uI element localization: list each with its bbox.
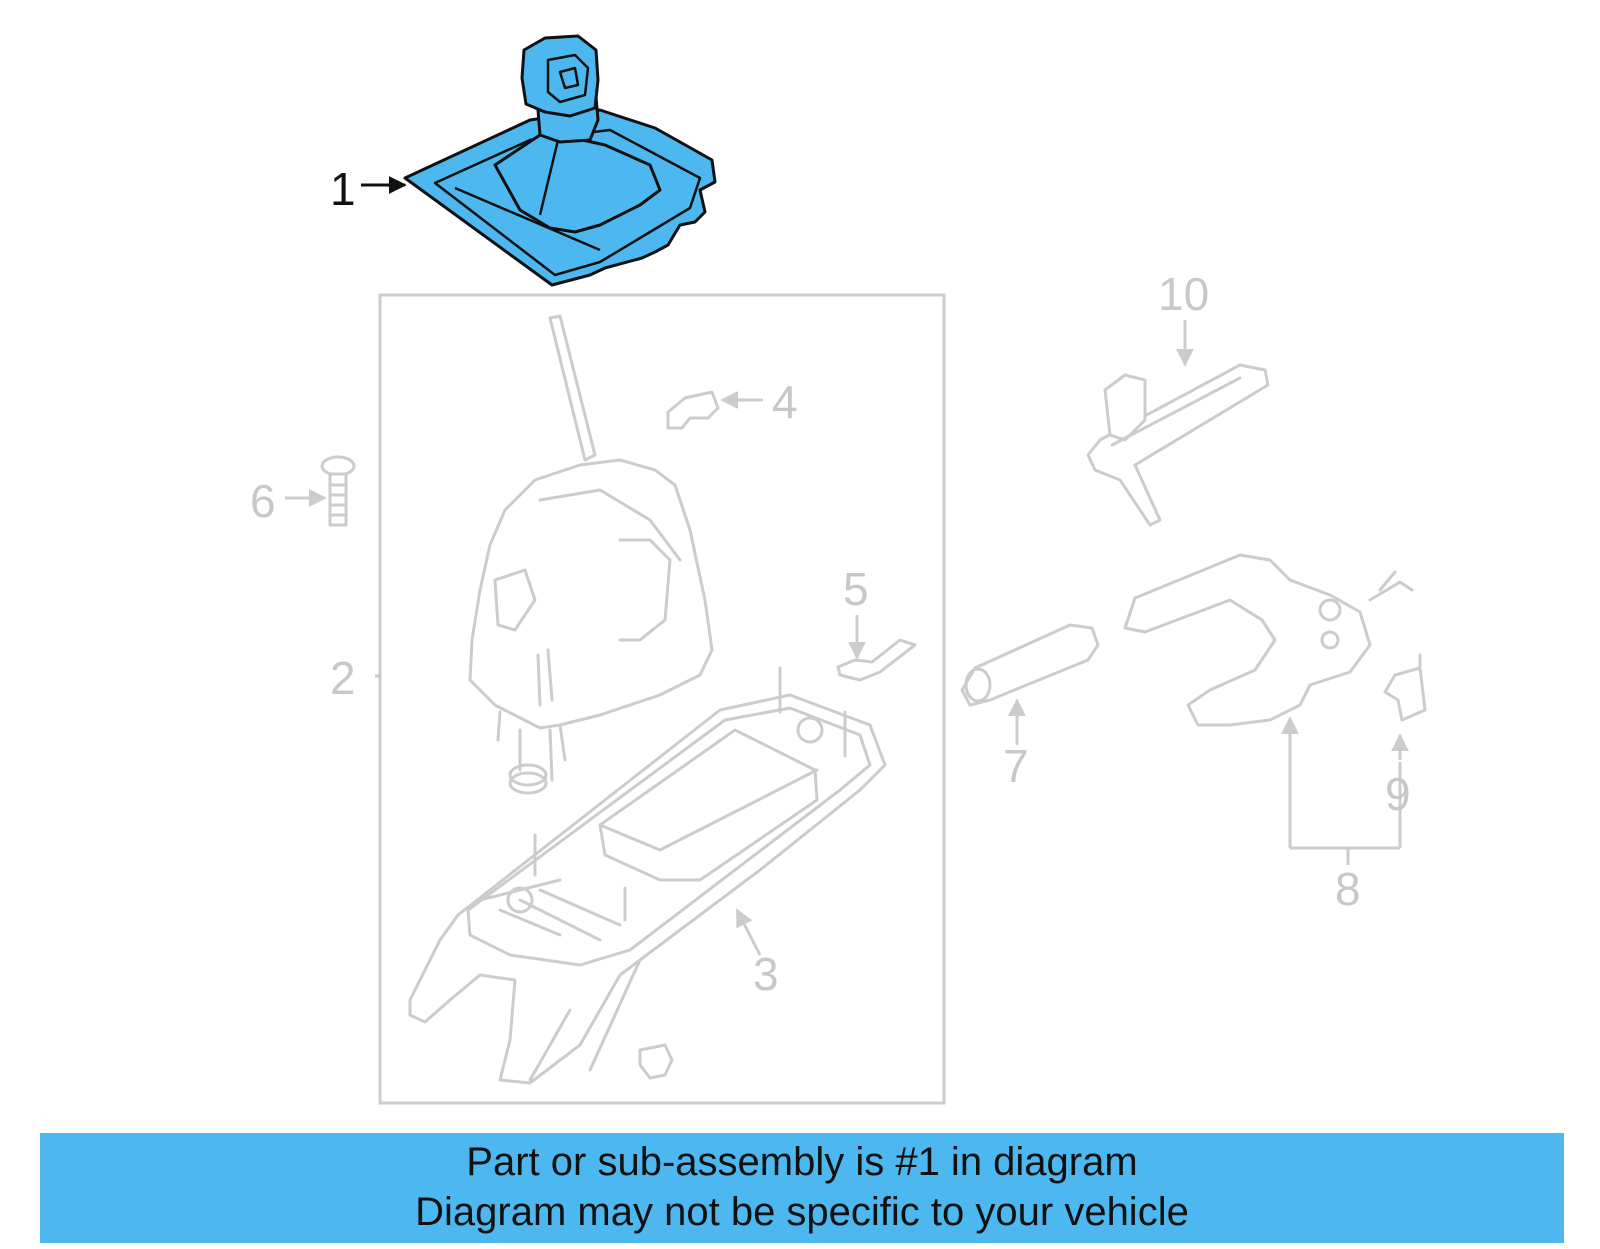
bracket-part-5 <box>836 638 917 682</box>
banner-line-1: Part or sub-assembly is #1 in diagram <box>466 1140 1138 1184</box>
callout-8: 8 <box>1335 863 1361 915</box>
callout-6: 6 <box>250 475 276 527</box>
parking-brake-lever-part-8 <box>1123 553 1414 727</box>
console-insert-part-10 <box>1086 363 1270 527</box>
callout-9: 9 <box>1385 768 1411 820</box>
callout-5: 5 <box>843 563 869 615</box>
shifter-mechanism-part-2 <box>468 314 714 795</box>
clip-part-9 <box>1383 653 1427 722</box>
shift-boot-assembly-part-1[interactable] <box>403 34 717 287</box>
callout-10: 10 <box>1158 268 1209 320</box>
switch-part-4 <box>666 390 720 430</box>
console-base-part-3 <box>408 666 887 1085</box>
callout-3: 3 <box>753 948 779 1000</box>
assembly-group-box <box>378 293 946 1105</box>
callout-7: 7 <box>1003 740 1029 792</box>
info-banner: Part or sub-assembly is #1 in diagram Di… <box>40 1133 1564 1243</box>
banner-line-2: Diagram may not be specific to your vehi… <box>415 1190 1189 1234</box>
handle-grip-part-7 <box>960 623 1100 707</box>
bolt-part-6 <box>320 455 356 527</box>
callout-2: 2 <box>330 652 356 704</box>
leader-3 <box>735 908 762 956</box>
callout-4: 4 <box>772 376 798 428</box>
callout-1[interactable]: 1 <box>330 163 356 215</box>
